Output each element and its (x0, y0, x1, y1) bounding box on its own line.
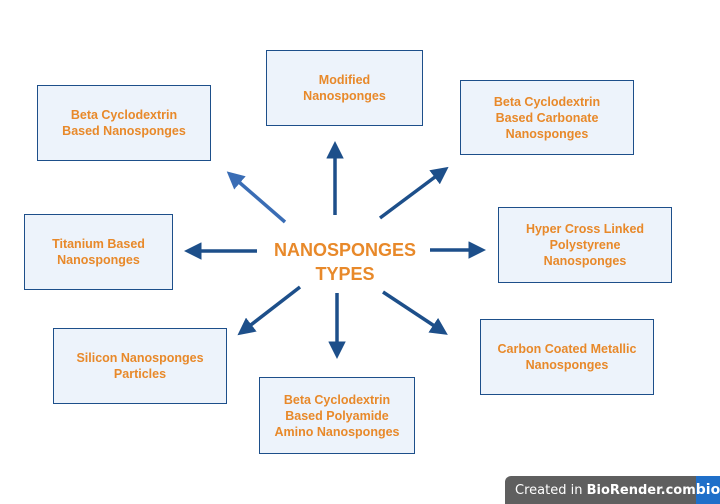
box-titanium: Titanium Based Nanosponges (24, 214, 173, 290)
box-beta-cyclodextrin: Beta Cyclodextrin Based Nanosponges (37, 85, 211, 161)
arrow-up-left (226, 171, 287, 224)
biorender-logo: bio (695, 476, 720, 504)
watermark-prefix: Created in (515, 482, 587, 498)
biorender-watermark[interactable]: Created in BioRender.com bio (505, 476, 720, 504)
box-silicon: Silicon Nanosponges Particles (53, 328, 227, 404)
arrow-down-left (237, 285, 302, 336)
arrow-up-right (378, 166, 449, 220)
watermark-brand: BioRender.com (586, 482, 696, 498)
box-carbonate: Beta Cyclodextrin Based Carbonate Nanosp… (460, 80, 634, 155)
box-carbon-coated: Carbon Coated Metallic Nanosponges (480, 319, 654, 395)
box-polyamide: Beta Cyclodextrin Based Polyamide Amino … (259, 377, 415, 454)
center-title: NANOSPONGES TYPES (273, 240, 417, 284)
box-modified: Modified Nanosponges (266, 50, 423, 126)
arrow-down-right (382, 290, 448, 335)
box-polystyrene: Hyper Cross Linked Polystyrene Nanospong… (498, 207, 672, 283)
